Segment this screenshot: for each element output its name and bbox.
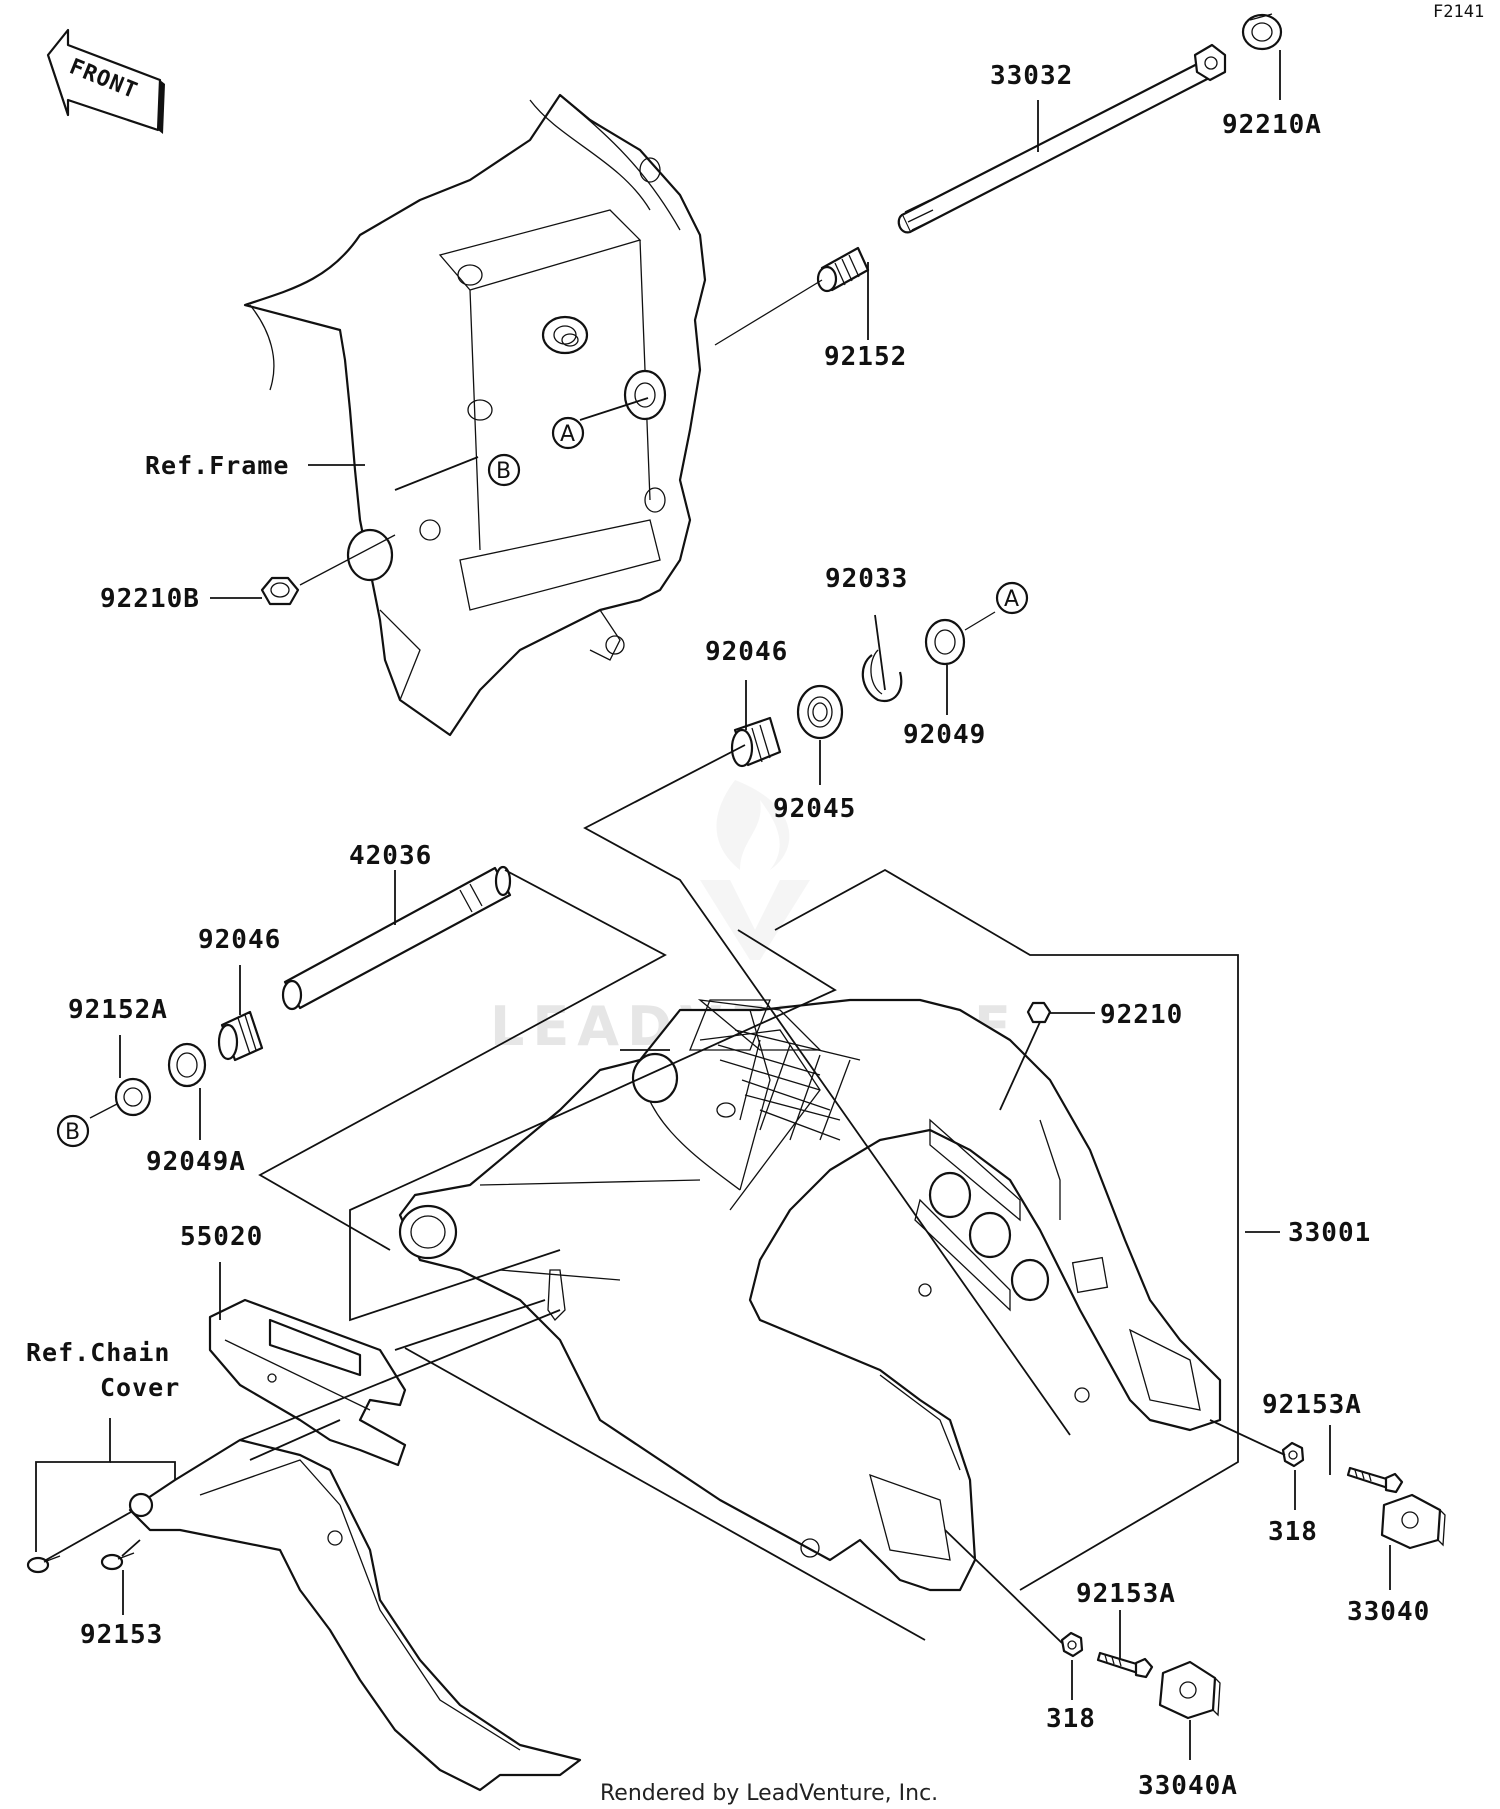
oil-seal-92049 xyxy=(924,618,966,666)
figure-code: F2141 xyxy=(1433,2,1484,22)
part-label-92049: 92049 xyxy=(903,720,986,750)
callout-a-seal: A xyxy=(995,581,1029,615)
part-label-42036: 42036 xyxy=(349,841,432,871)
collar-92152a xyxy=(114,1077,152,1117)
swingarm-drawing xyxy=(398,998,1222,1592)
part-label-55020: 55020 xyxy=(180,1222,263,1252)
ball-bearing-92045 xyxy=(796,684,844,740)
circlip-92033 xyxy=(861,649,903,703)
part-label-92045: 92045 xyxy=(773,794,856,824)
pivot-shaft-33032 xyxy=(897,43,1227,234)
part-label-92210: 92210 xyxy=(1100,1000,1183,1030)
ref-frame-label: Ref.Frame xyxy=(145,451,289,480)
nut-92210b xyxy=(260,576,300,606)
oil-seal-92049a xyxy=(167,1042,207,1088)
needle-bearing-92046-lower xyxy=(217,1010,264,1062)
chain-adjuster-33040 xyxy=(1380,1493,1446,1550)
part-label-318-right: 318 xyxy=(1268,1517,1318,1547)
callout-a-label: A xyxy=(1004,587,1019,612)
part-label-92049a: 92049A xyxy=(146,1147,246,1177)
part-label-33001: 33001 xyxy=(1288,1218,1371,1248)
callout-a-label: A xyxy=(560,422,575,447)
part-label-92153: 92153 xyxy=(80,1620,163,1650)
frame-drawing xyxy=(243,93,707,737)
plug-92210 xyxy=(1026,1001,1052,1024)
callout-b-frame: B xyxy=(487,453,521,487)
ref-chain-cover-line1: Ref.Chain xyxy=(26,1338,170,1367)
part-label-33040: 33040 xyxy=(1347,1597,1430,1627)
footer-credit: Rendered by LeadVenture, Inc. xyxy=(600,1781,938,1806)
leader-lines xyxy=(35,50,1391,1760)
nut-92210a xyxy=(1241,13,1283,51)
part-label-92210a: 92210A xyxy=(1222,110,1322,140)
chain-adjuster-33040a xyxy=(1158,1660,1221,1720)
callout-a-frame: A xyxy=(551,416,585,450)
sleeve-42036 xyxy=(281,865,512,1011)
part-label-92033: 92033 xyxy=(825,564,908,594)
adjuster-bolt-92153a-bottom xyxy=(1096,1651,1154,1679)
bolt-92153-b xyxy=(100,1552,135,1571)
collar-92152 xyxy=(816,246,870,293)
chain-slider-55020 xyxy=(208,1298,407,1467)
part-label-33032: 33032 xyxy=(990,61,1073,91)
nut-318-bottom xyxy=(1060,1631,1084,1658)
part-label-92210b: 92210B xyxy=(100,584,200,614)
adjuster-bolt-92153a-right xyxy=(1346,1466,1404,1494)
part-label-92153a-right: 92153A xyxy=(1262,1390,1362,1420)
part-label-92153a-bottom: 92153A xyxy=(1076,1579,1176,1609)
needle-bearing-92046-upper xyxy=(730,716,782,768)
bolt-92153-a xyxy=(26,1555,61,1574)
watermark-logo xyxy=(700,780,810,960)
callout-b-label: B xyxy=(496,459,511,484)
nut-318-right xyxy=(1281,1441,1305,1468)
callout-b-label: B xyxy=(65,1120,80,1145)
part-label-92046-lower: 92046 xyxy=(198,925,281,955)
part-label-92152a: 92152A xyxy=(68,995,168,1025)
part-label-92152: 92152 xyxy=(824,342,907,372)
chain-cover-drawing xyxy=(128,1438,582,1792)
part-label-33040a: 33040A xyxy=(1138,1771,1238,1801)
part-label-92046-upper: 92046 xyxy=(705,637,788,667)
front-arrow-icon: FRONT xyxy=(46,28,165,134)
ref-chain-cover-line2: Cover xyxy=(100,1373,180,1402)
callout-b-collar: B xyxy=(56,1114,90,1148)
part-label-318-bottom: 318 xyxy=(1046,1704,1096,1734)
